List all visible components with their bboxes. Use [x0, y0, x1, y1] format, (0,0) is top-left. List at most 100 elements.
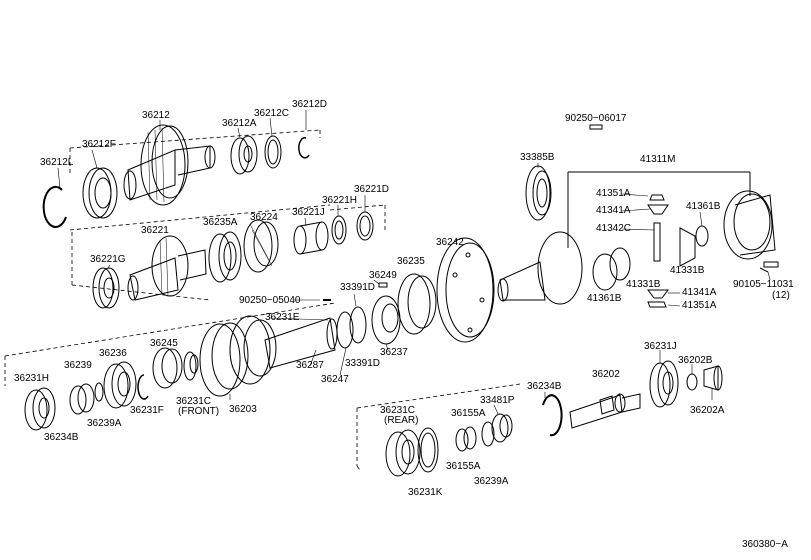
label-36221J: 36221J [292, 207, 325, 218]
label-front: (FRONT) [178, 406, 220, 417]
group-outline-top [69, 129, 331, 231]
group-outline-right [356, 383, 521, 471]
label-33481P: 33481P [480, 395, 515, 406]
bearing-36231H [24, 387, 56, 431]
label-36212A: 36212A [222, 118, 257, 129]
label-36212C: 36212C [254, 108, 290, 119]
label-41351A-top: 41351A [596, 188, 631, 199]
ring-36239A-right [481, 421, 495, 447]
label-36239A-left: 36239A [87, 418, 122, 429]
label-41311M: 41311M [640, 154, 676, 165]
needle-bearing-36221J [293, 221, 329, 255]
label-36249: 36249 [369, 270, 397, 281]
ring-36239 [69, 383, 95, 415]
label-36212: 36212 [142, 110, 170, 121]
label-36236: 36236 [99, 348, 127, 359]
bolt-90105-11031 [759, 261, 779, 273]
gear-33481P [491, 413, 513, 443]
label-36212F: 36212F [82, 139, 116, 150]
label-36231C-rear: 36231C [380, 405, 416, 416]
label-41361B-b: 41361B [587, 293, 622, 304]
gear-36236 [103, 361, 137, 409]
label-41331B-a: 41331B [670, 265, 705, 276]
ring-36202B [686, 373, 698, 391]
label-36242: 36242 [436, 237, 464, 248]
label-36221G: 36221G [90, 254, 126, 265]
label-36221: 36221 [141, 225, 169, 236]
label-33391D-top: 33391D [340, 282, 376, 293]
label-36212D: 36212D [292, 99, 328, 110]
snap-ring-36234B [542, 394, 563, 437]
label-41361B: 41361B [686, 201, 721, 212]
label-41331B-b: 41331B [626, 279, 661, 290]
group-outline-main [4, 302, 336, 386]
snap-ring-36231F [137, 374, 149, 400]
diff-case [723, 190, 776, 260]
label-36247: 36247 [321, 374, 349, 385]
bearing-36235A [208, 231, 242, 283]
leader-lines [57, 110, 771, 415]
ring-36221H [331, 215, 347, 245]
label-36212L: 36212L [40, 157, 74, 168]
label-41341A-b: 41341A [682, 287, 717, 298]
sleeve-36235 [397, 273, 437, 335]
snap-ring-36212D [298, 137, 310, 159]
label-36224: 36224 [250, 212, 278, 223]
differential-parts [592, 194, 709, 308]
group-outline-mid [71, 204, 386, 301]
label-90105-11031: 90105−11031 [733, 279, 794, 290]
gear-shaft-36212 [123, 124, 216, 206]
label-90250-05040: 90250−05040 [239, 295, 301, 306]
label-36221D: 36221D [354, 184, 390, 195]
bracket-41311M [567, 171, 751, 248]
label-36203: 36203 [229, 404, 257, 415]
label-36231J: 36231J [644, 341, 677, 352]
shaft-36202 [569, 393, 641, 429]
key-36249 [378, 282, 388, 288]
bearing-36212F [82, 167, 118, 219]
label-36287: 36287 [296, 360, 324, 371]
plate-36242 [436, 237, 495, 343]
bearing-36231C-rear [385, 429, 421, 477]
label-36155A-top: 36155A [451, 408, 486, 419]
seal-33385B [525, 165, 552, 221]
label-36202: 36202 [592, 369, 620, 380]
label-36237: 36237 [380, 347, 408, 358]
label-41341A-top: 41341A [596, 205, 631, 216]
bearing-36231C-front [183, 351, 199, 381]
hub-36237 [371, 295, 401, 345]
label-36231H: 36231H [14, 373, 50, 384]
bearing-36231J [649, 360, 679, 408]
gear-36203 [199, 315, 277, 397]
diagram-ref-number: 360380−A [742, 539, 788, 550]
label-33391D-b: 33391D [345, 358, 381, 369]
label-36231C-front: 36231C [176, 396, 212, 407]
label-36235A: 36235A [203, 217, 238, 228]
label-36202A: 36202A [690, 405, 725, 416]
rings-36155A [455, 426, 477, 452]
ring-36231K [417, 427, 439, 473]
ring-36239A-left [94, 382, 104, 402]
label-36234B-r: 36234B [527, 381, 562, 392]
label-rear: (REAR) [384, 415, 419, 426]
bearing-36221G [92, 267, 120, 309]
label-36235: 36235 [397, 256, 425, 267]
label-33385B: 33385B [520, 152, 555, 163]
snap-ring-36212L [42, 185, 67, 228]
synchro-36247 [336, 306, 367, 349]
label-36202B: 36202B [678, 355, 713, 366]
label-36231F: 36231F [130, 405, 164, 416]
ring-36221D [356, 211, 374, 241]
bearing-36212A [230, 135, 258, 175]
label-36234B-left: 36234B [44, 432, 79, 443]
gear-36245 [152, 347, 183, 389]
label-36155A-bottom: 36155A [446, 461, 481, 472]
gear-shaft-36221 [127, 235, 207, 301]
label-36245: 36245 [150, 338, 178, 349]
label-36239: 36239 [64, 360, 92, 371]
label-36231K: 36231K [408, 487, 443, 498]
pin-90250-06017 [589, 124, 603, 130]
label-36231E: 36231E [265, 312, 300, 323]
